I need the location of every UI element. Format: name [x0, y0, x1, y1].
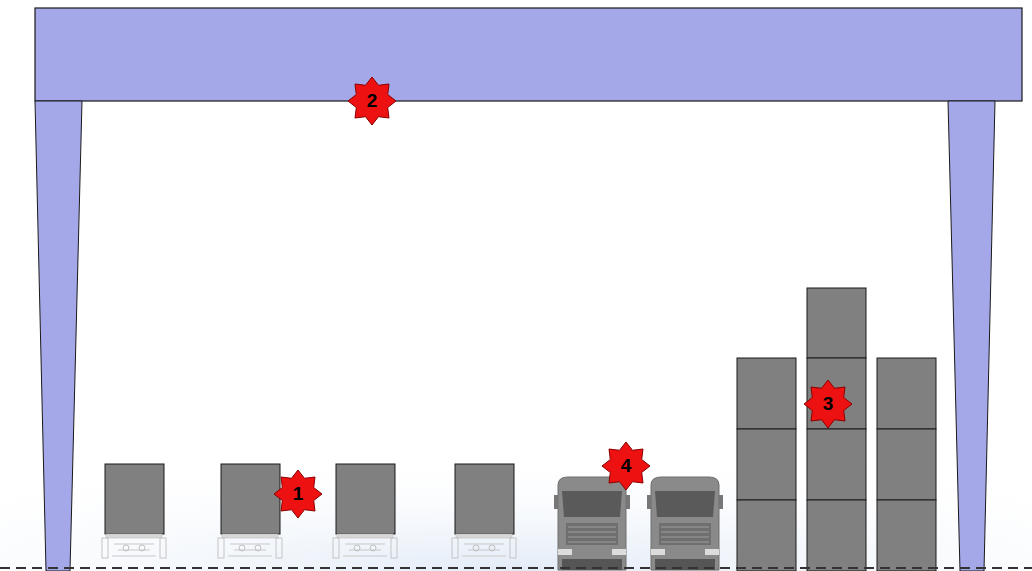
callout-star [804, 380, 852, 428]
callout-star [348, 77, 396, 125]
callout-number: 3 [808, 384, 848, 424]
callout-number: 4 [606, 446, 646, 486]
callout-number: 1 [278, 474, 318, 514]
callout-number: 2 [352, 81, 392, 121]
callout-star [602, 442, 650, 490]
callout-star [274, 470, 322, 518]
